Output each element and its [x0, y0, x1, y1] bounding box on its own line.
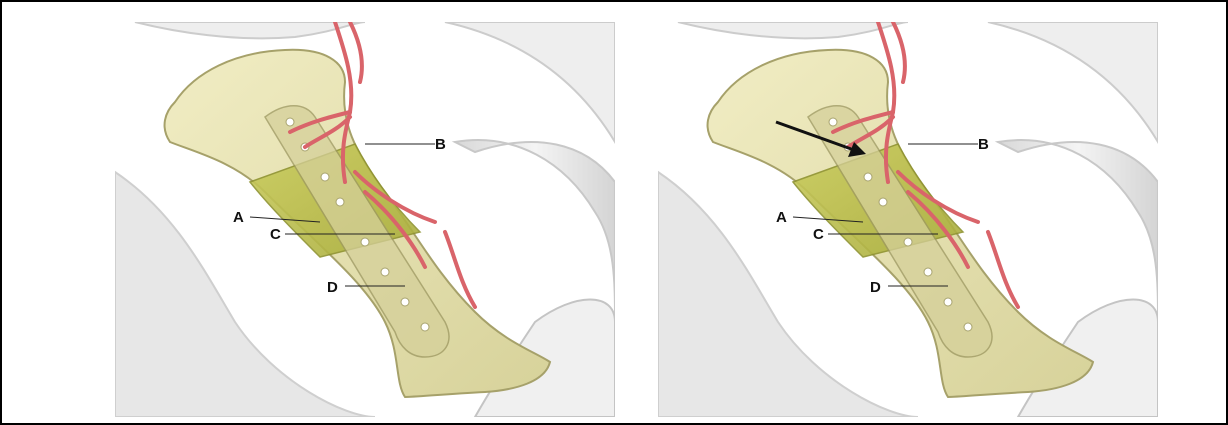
bone-graft-illustration-left: B A C D: [115, 22, 615, 417]
anatomy-panel-left: B A C D: [115, 22, 615, 417]
label-c: C: [813, 226, 824, 243]
label-a: A: [776, 209, 787, 226]
label-d: D: [870, 279, 881, 296]
label-b: B: [435, 136, 446, 153]
anatomy-panel-right: B A C D: [658, 22, 1158, 417]
bone-graft-illustration-right: B A C D: [658, 22, 1158, 417]
label-d: D: [327, 279, 338, 296]
label-b: B: [978, 136, 989, 153]
label-a: A: [233, 209, 244, 226]
label-c: C: [270, 226, 281, 243]
